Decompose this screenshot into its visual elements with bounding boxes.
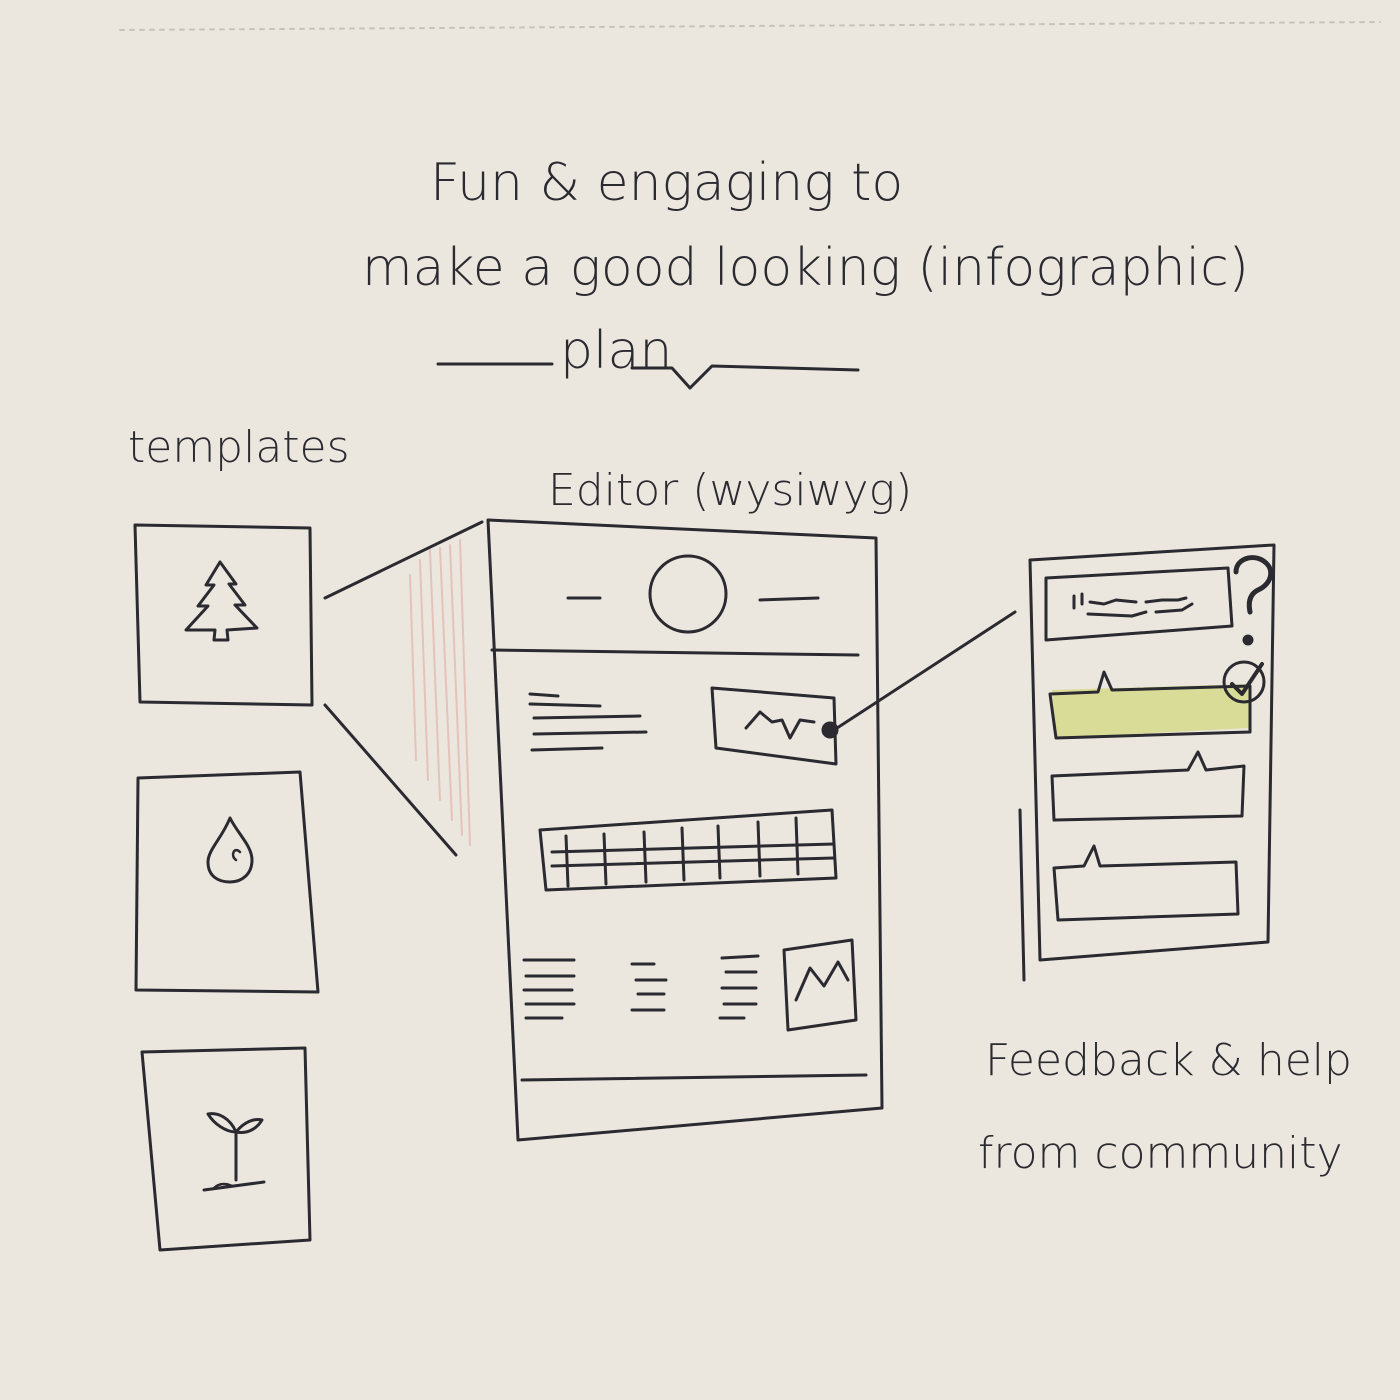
header-line-right: [758, 596, 820, 602]
template-card-2[interactable]: [134, 770, 320, 994]
feedback-label-line-1: Feedback & help: [985, 1035, 1352, 1086]
connector-editor-to-feedback: [832, 610, 1017, 732]
panel-edge-left: [1018, 808, 1026, 982]
text-columns: [522, 954, 760, 1020]
template-card-1[interactable]: [133, 523, 314, 707]
title-line-3: plan: [560, 321, 672, 381]
editor-label: Editor (wysiwyg): [548, 465, 912, 516]
title-line-1: Fun & engaging to: [430, 153, 903, 213]
svg-text:?: ?: [1226, 579, 1227, 581]
title-line-2: make a good looking (infographic): [362, 238, 1249, 298]
check-icon: ✓: [1222, 660, 1266, 704]
header-divider: [490, 648, 860, 657]
footer-divider: [520, 1073, 868, 1082]
comment-card[interactable]: [1052, 844, 1240, 922]
line-chart-widget[interactable]: [710, 686, 839, 766]
title-arrow-down: [630, 364, 860, 390]
question-mark-icon: ?: [1226, 555, 1274, 646]
accepted-comment[interactable]: [1048, 670, 1252, 740]
pencil-shading: [409, 539, 471, 846]
question-comment[interactable]: [1044, 566, 1234, 642]
drop-icon: [206, 816, 254, 884]
comment-card[interactable]: [1050, 750, 1246, 822]
template-card-3[interactable]: [140, 1046, 312, 1252]
feedback-panel[interactable]: ? ✓: [1018, 543, 1276, 982]
sprout-icon: [202, 1112, 266, 1192]
connector-templates-to-editor-top: [323, 520, 484, 600]
paper-edge: [119, 21, 1381, 31]
feedback-label-line-2: from community: [978, 1128, 1343, 1179]
templates-label: templates: [128, 422, 350, 473]
table-widget[interactable]: [538, 808, 838, 892]
connector-templates-to-editor-bottom: [323, 703, 458, 857]
tree-icon: [184, 560, 259, 642]
line-chart-widget-2[interactable]: [782, 938, 858, 1032]
text-block: [528, 692, 648, 752]
title: Fun & engaging to make a good looking (i…: [362, 153, 1249, 390]
logo-circle: [648, 554, 728, 634]
anchor-dot: [821, 721, 839, 739]
editor-canvas[interactable]: [486, 518, 884, 1142]
